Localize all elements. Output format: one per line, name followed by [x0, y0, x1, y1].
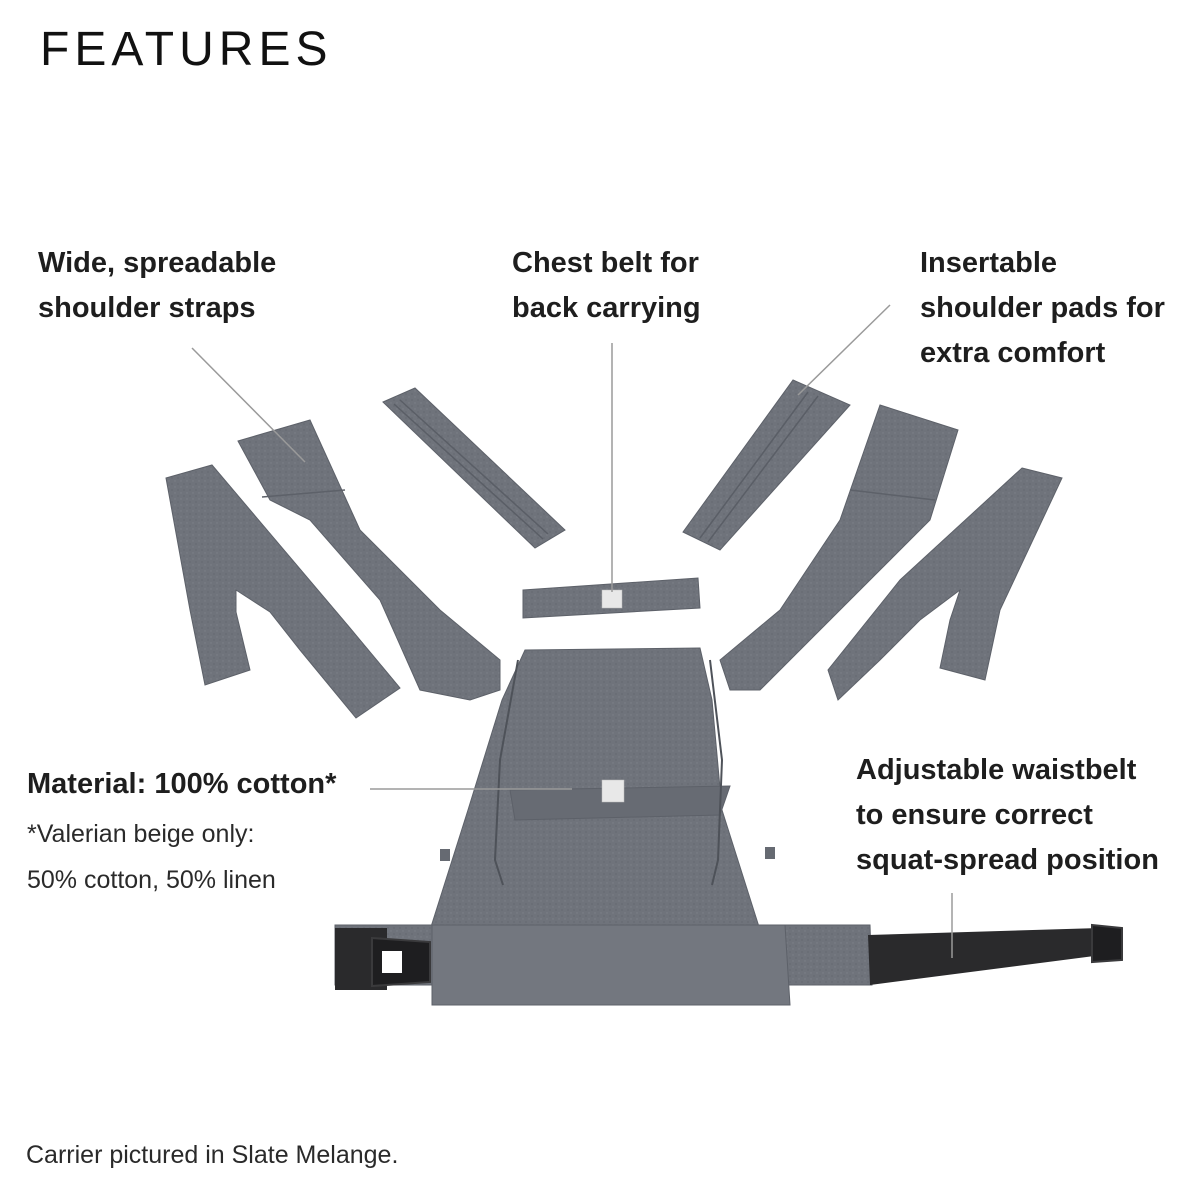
callout-line: shoulder straps [38, 292, 256, 324]
callout-line: back carrying [512, 292, 701, 324]
left-pad-seam [399, 399, 549, 535]
callout-line: Wide, spreadable [38, 247, 277, 279]
callout-shoulder-straps: Wide, spreadable shoulder straps [38, 241, 276, 331]
footnote-line: 50% cotton, 50% linen [27, 866, 276, 894]
callout-line: Adjustable waistbelt [856, 754, 1137, 786]
left-pad-seam [393, 403, 544, 540]
callout-line: Material: 100% cotton* [27, 768, 337, 800]
right-shoulder-strap [719, 404, 959, 691]
left-side-loop [440, 849, 450, 861]
callout-waistbelt: Adjustable waistbelt to ensure correct s… [856, 748, 1159, 883]
callout-line: squat-spread position [856, 844, 1159, 876]
callout-line: to ensure correct [856, 799, 1093, 831]
material-footnote: *Valerian beige only: 50% cotton, 50% li… [27, 811, 276, 903]
left-shoulder-strap [237, 419, 501, 701]
left-buckle-slot [382, 951, 402, 973]
left-strap-seam [261, 489, 346, 498]
callout-shoulder-pads: Insertable shoulder pads for extra comfo… [920, 241, 1165, 376]
right-side-loop [765, 847, 775, 859]
leader-line-shoulder-pads [797, 304, 891, 396]
chest-belt-label [601, 589, 623, 609]
right-strap-seam [849, 489, 936, 501]
callout-line: extra comfort [920, 337, 1106, 369]
image-caption: Carrier pictured in Slate Melange. [26, 1141, 399, 1169]
callout-chest-belt: Chest belt for back carrying [512, 241, 701, 331]
right-drawstring [709, 659, 724, 886]
callout-line: Chest belt for [512, 247, 699, 279]
callout-line: Insertable [920, 247, 1057, 279]
callout-material: Material: 100% cotton* [27, 762, 336, 807]
left-tie-strap [165, 464, 401, 719]
callout-line: shoulder pads for [920, 292, 1165, 324]
body-panel-label [601, 779, 625, 803]
footnote-line: *Valerian beige only: [27, 820, 255, 848]
right-webbing [868, 928, 1102, 985]
leader-line-shoulder-straps [191, 347, 306, 463]
right-pad-seam [707, 395, 819, 543]
waistbelt-center-panel [431, 924, 791, 1006]
right-buckle-icon [1091, 923, 1123, 964]
page-title: FEATURES [40, 23, 333, 76]
right-pad-seam [699, 391, 809, 539]
right-tie-strap [827, 467, 1063, 701]
left-drawstring [493, 659, 519, 886]
